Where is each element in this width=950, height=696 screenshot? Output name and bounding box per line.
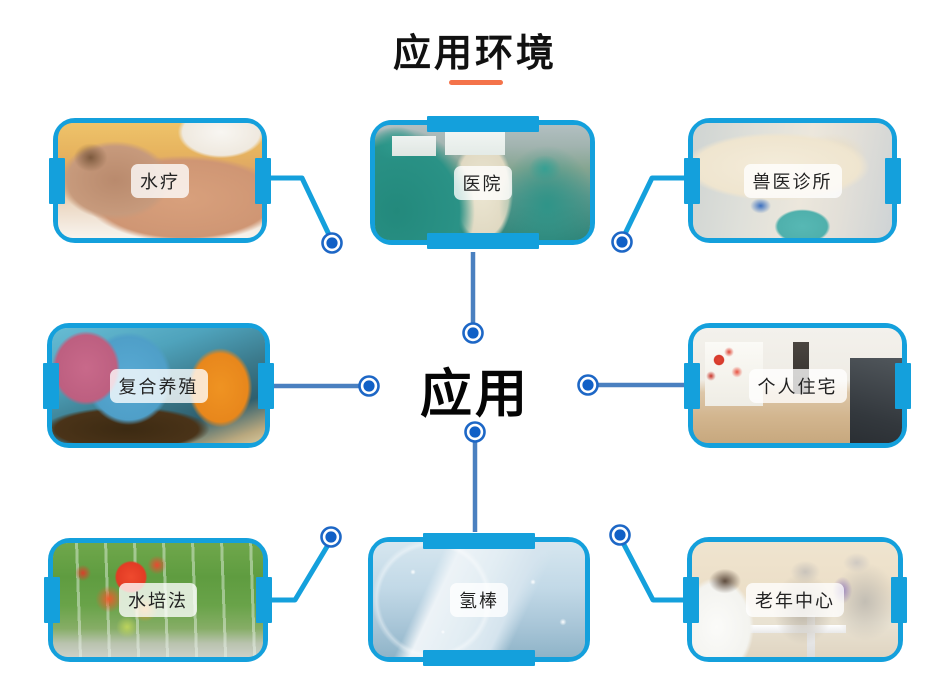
connector-line-senior bbox=[617, 535, 683, 603]
dot-spa bbox=[321, 232, 343, 254]
card-label-spa: 水疗 bbox=[131, 163, 189, 198]
frame-tab-right bbox=[255, 157, 271, 204]
frame-tab-bottom bbox=[423, 650, 535, 666]
dot-vet bbox=[611, 231, 633, 253]
title-underline bbox=[449, 80, 503, 85]
frame-tab-left bbox=[683, 576, 699, 623]
frame-tab-left bbox=[44, 577, 60, 623]
card-label-hydrogen-stick: 氢棒 bbox=[450, 582, 508, 617]
frame-tab-left bbox=[684, 157, 700, 204]
card-label-senior-center: 老年中心 bbox=[746, 582, 844, 617]
card-hospital: 医院 bbox=[370, 116, 595, 249]
center-hub-label: 应用 bbox=[419, 366, 530, 424]
card-label-vet-clinic: 兽医诊所 bbox=[743, 163, 842, 198]
card-vet-clinic: 兽医诊所 bbox=[684, 118, 901, 243]
frame-tab-left bbox=[49, 157, 65, 204]
frame-tab-bottom bbox=[426, 233, 539, 249]
frame-tab-left bbox=[43, 362, 59, 409]
card-hydrogen-stick: 氢棒 bbox=[368, 533, 590, 666]
card-label-residence: 个人住宅 bbox=[748, 368, 847, 403]
frame-tab-right bbox=[895, 362, 911, 409]
card-senior-center: 老年中心 bbox=[683, 537, 907, 662]
card-label-hydroponics: 水培法 bbox=[119, 583, 197, 617]
dot-senior bbox=[609, 524, 631, 546]
card-hydroponics: 水培法 bbox=[44, 538, 272, 662]
card-residence: 个人住宅 bbox=[684, 323, 911, 448]
connector-line-hydroponics bbox=[272, 538, 334, 603]
frame-tab-right bbox=[258, 362, 274, 409]
dot-hospital bbox=[462, 322, 484, 344]
card-spa: 水疗 bbox=[49, 118, 271, 243]
connector-line-spa bbox=[264, 175, 335, 243]
frame-tab-right bbox=[891, 576, 907, 623]
frame-tab-left bbox=[684, 362, 700, 409]
frame-tab-right bbox=[256, 577, 272, 623]
frame-tab-top bbox=[426, 116, 539, 132]
card-label-hospital: 医院 bbox=[453, 165, 512, 200]
dot-hydroponics bbox=[320, 526, 342, 548]
card-label-aquaculture: 复合养殖 bbox=[109, 368, 208, 403]
frame-tab-right bbox=[885, 157, 901, 204]
connector-line-vet bbox=[619, 175, 684, 242]
page-title: 应用环境 bbox=[392, 33, 557, 75]
card-aquaculture: 复合养殖 bbox=[43, 323, 274, 448]
frame-tab-top bbox=[423, 533, 535, 549]
